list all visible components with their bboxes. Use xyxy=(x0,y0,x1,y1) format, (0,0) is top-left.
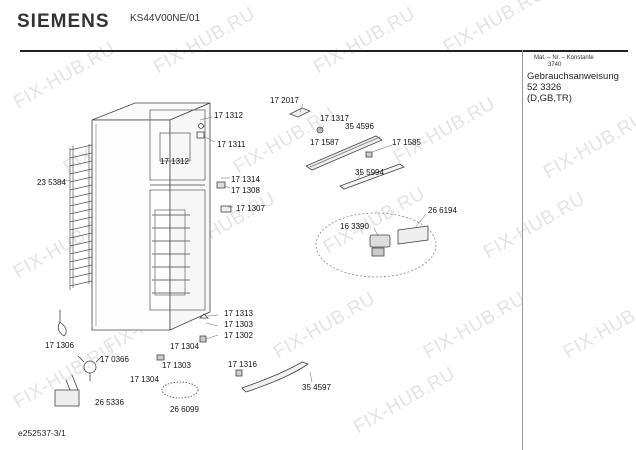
part-label: 26 5336 xyxy=(95,398,124,407)
fridge-cabinet xyxy=(91,102,211,331)
material-number-value: 3740 xyxy=(548,62,562,68)
part-label: 17 1304 xyxy=(170,342,199,351)
part-label: 17 1303 xyxy=(162,361,191,370)
manual-languages: (D,GB,TR) xyxy=(527,93,572,104)
part-label: 35 4597 xyxy=(302,383,331,392)
model-number: KS44V00NE/01 xyxy=(130,13,201,24)
part-label: 23 5384 xyxy=(37,178,66,187)
part-label: 17 1314 xyxy=(231,175,260,184)
part-label: 35 4596 xyxy=(345,122,374,131)
part-label: 17 1317 xyxy=(320,114,349,123)
part-label: 17 1587 xyxy=(310,138,339,147)
lamp-assembly xyxy=(315,212,437,278)
part-label: 17 1302 xyxy=(224,331,253,340)
hinge-parts xyxy=(196,123,232,213)
part-label: 17 1308 xyxy=(231,186,260,195)
part-label: 16 3390 xyxy=(340,222,369,231)
page-id: e252537-3/1 xyxy=(18,428,66,438)
control-panel-parts xyxy=(289,107,405,190)
part-label: 26 6099 xyxy=(170,405,199,414)
part-label: 17 1306 xyxy=(45,341,74,350)
part-label: 17 1312 xyxy=(214,111,243,120)
part-label: 26 6194 xyxy=(428,206,457,215)
part-label: 17 1313 xyxy=(224,309,253,318)
material-number-label: Mat. – Nr. – Konstante xyxy=(534,55,594,61)
part-label: 17 1303 xyxy=(224,320,253,329)
part-label: 17 0366 xyxy=(100,355,129,364)
part-label: 17 1307 xyxy=(236,204,265,213)
brand-logo: SIEMENS xyxy=(17,11,110,32)
part-label: 35 5994 xyxy=(355,168,384,177)
lower-parts xyxy=(57,310,309,399)
fan-assembly xyxy=(54,355,103,407)
part-label: 17 1316 xyxy=(228,360,257,369)
side-divider xyxy=(522,50,523,450)
part-label: 17 1585 xyxy=(392,138,421,147)
part-label: 17 1312 xyxy=(160,157,189,166)
manual-number: 52 3326 xyxy=(527,82,562,93)
manual-title: Gebrauchsanweisung xyxy=(527,71,619,82)
part-label: 17 1304 xyxy=(130,375,159,384)
part-label: 17 2017 xyxy=(270,96,299,105)
header-rule xyxy=(20,50,628,52)
condenser-coil xyxy=(69,143,93,290)
part-label: 17 1311 xyxy=(217,140,246,149)
